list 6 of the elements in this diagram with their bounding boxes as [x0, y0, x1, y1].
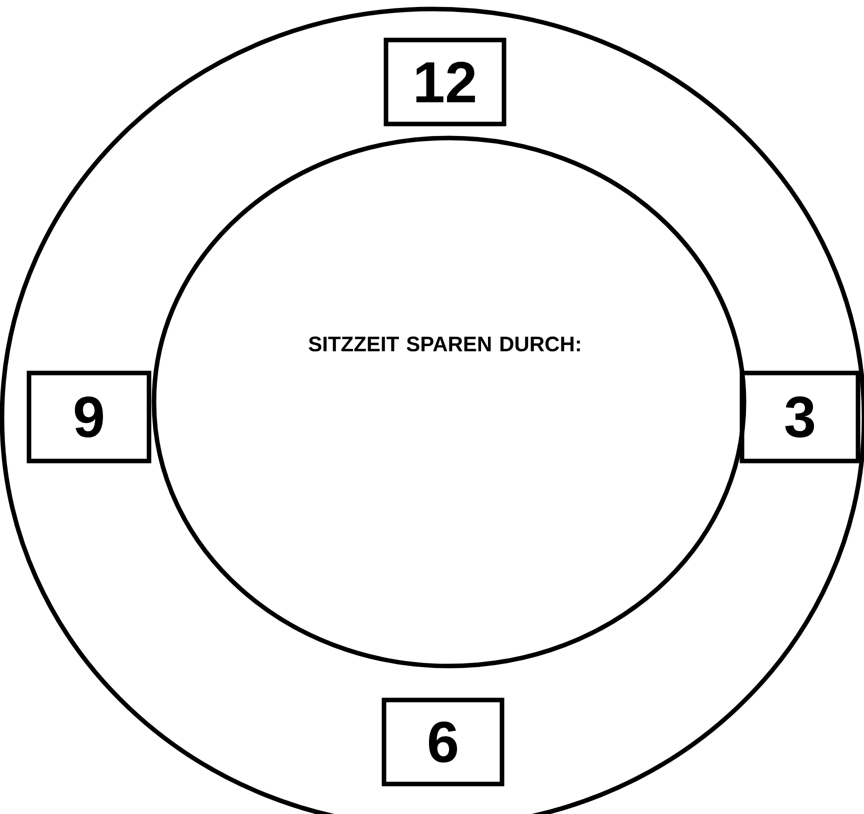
number-box: 3: [740, 370, 860, 464]
number-box: 6: [382, 698, 504, 786]
circle-label: SITZZEIT SPAREN DURCH:: [152, 136, 746, 668]
number-box: 9: [26, 370, 152, 464]
number-box: 12: [384, 38, 506, 126]
ring-outline: [0, 6, 864, 814]
